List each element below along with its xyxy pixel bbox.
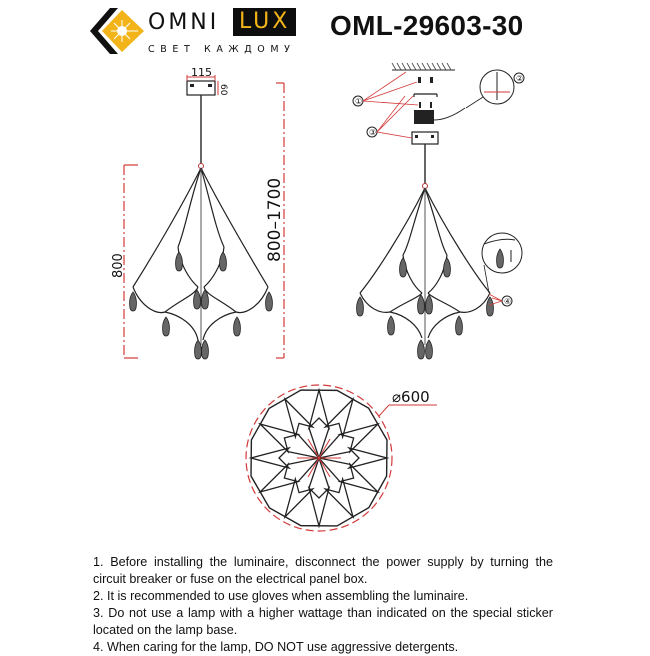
- instruction-4: 4. When caring for the lamp, DO NOT use …: [93, 640, 459, 654]
- side-view: 115 60: [111, 66, 285, 360]
- install-view: ② ① ③: [352, 62, 525, 360]
- body-height-label: 800: [111, 253, 126, 278]
- callout-3: ③: [369, 128, 376, 137]
- brand-name-lux: LUX: [233, 8, 297, 36]
- instruction-3: 3. Do not use a lamp with a higher watta…: [93, 606, 553, 637]
- brand-tagline: СВЕТ КАЖДОМУ: [148, 44, 296, 55]
- instruction-2: 2. It is recommended to use gloves when …: [93, 589, 469, 603]
- omnilux-logo-icon: [90, 8, 144, 54]
- instructions-list: 1. Before installing the luminaire, disc…: [93, 554, 553, 656]
- model-number: OML-29603-30: [330, 10, 524, 41]
- callout-2: ②: [516, 74, 523, 83]
- instruction-1: 1. Before installing the luminaire, disc…: [93, 555, 553, 586]
- brand-name-omni: OMNI: [148, 10, 220, 35]
- canopy-width-label: 115: [191, 66, 212, 79]
- technical-drawing: 115 60: [111, 62, 525, 532]
- brand-logo: OMNI LUX СВЕТ КАЖДОМУ: [88, 6, 303, 56]
- total-height-label: 800–1700: [265, 178, 285, 262]
- top-view: ⌀600: [245, 384, 437, 532]
- canopy-height-label: 60: [218, 84, 228, 96]
- callout-1: ①: [355, 97, 362, 106]
- diameter-label: ⌀600: [392, 388, 430, 406]
- callout-4: ④: [504, 297, 511, 306]
